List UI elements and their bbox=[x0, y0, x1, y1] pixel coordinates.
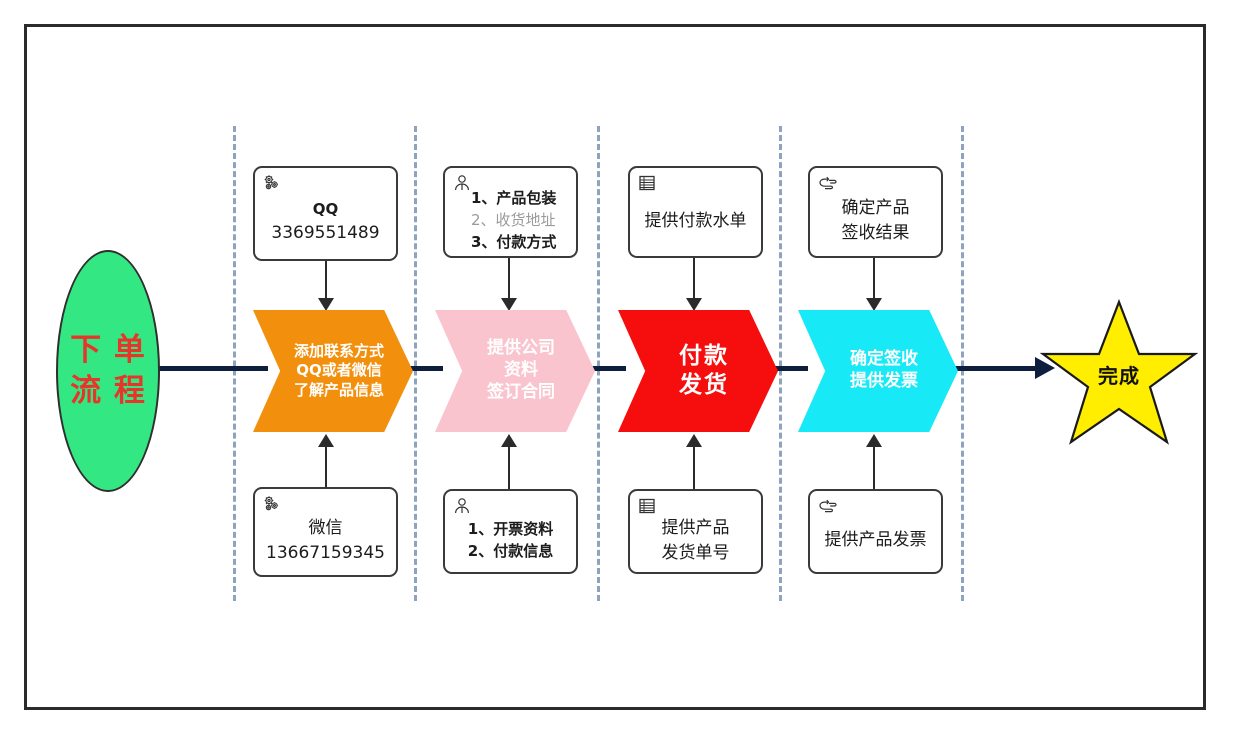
arrowhead-down-stage2 bbox=[501, 298, 517, 311]
note-stage3-top[interactable]: 提供付款水单 bbox=[628, 166, 763, 258]
note-line: 提供产品发票 bbox=[824, 530, 927, 551]
gears-icon bbox=[262, 173, 282, 193]
process-stage-1-label: 添加联系方式 QQ或者微信 了解产品信息 bbox=[293, 342, 384, 399]
process-stage-4[interactable]: 确定签收 提供发票 bbox=[798, 310, 958, 432]
process-stage-2-label: 提供公司 资料 签订合同 bbox=[487, 338, 555, 402]
note-line: 1、产品包装 bbox=[471, 189, 557, 208]
connector-note2top-to-stage2 bbox=[508, 258, 510, 308]
note-stage1-bottom[interactable]: 微信 13667159345 bbox=[253, 487, 398, 577]
arrowhead-down-stage1 bbox=[318, 298, 334, 311]
note-line: 13667159345 bbox=[266, 543, 385, 563]
note-stage4-top[interactable]: 确定产品 签收结果 bbox=[808, 166, 943, 258]
process-stage-1[interactable]: 添加联系方式 QQ或者微信 了解产品信息 bbox=[253, 310, 413, 432]
note-stage1-top-text: QQ 3369551489 bbox=[255, 168, 396, 259]
arrowhead-up-stage2 bbox=[501, 434, 517, 447]
note-line: 2、收货地址 bbox=[471, 211, 556, 230]
note-stage4-bottom[interactable]: 提供产品发票 bbox=[808, 489, 943, 574]
note-stage2-bottom-text: 1、开票资料 2、付款信息 bbox=[445, 491, 576, 572]
connector-note1top-to-stage1 bbox=[325, 261, 327, 308]
person-icon bbox=[452, 173, 472, 193]
connector-note1bot-to-stage1 bbox=[325, 446, 327, 488]
document-list-icon bbox=[637, 173, 657, 193]
connector-stage2-to-stage3 bbox=[578, 366, 626, 371]
connector-note3top-to-stage3 bbox=[693, 258, 695, 308]
note-stage4-top-text: 确定产品 签收结果 bbox=[810, 168, 941, 256]
note-line: 1、开票资料 bbox=[467, 519, 554, 538]
pointing-hand-icon bbox=[817, 173, 837, 193]
note-stage3-bottom[interactable]: 提供产品 发货单号 bbox=[628, 489, 763, 574]
start-node-label: 下 单 流 程 bbox=[70, 332, 146, 409]
note-line: 确定产品 bbox=[841, 198, 910, 219]
note-stage2-bottom[interactable]: 1、开票资料 2、付款信息 bbox=[443, 489, 578, 574]
swimlane-divider-1 bbox=[233, 126, 236, 601]
connector-stage4-to-end bbox=[943, 366, 1041, 371]
note-stage3-top-text: 提供付款水单 bbox=[630, 168, 761, 256]
end-node[interactable]: 完成 bbox=[1039, 298, 1199, 448]
pointing-hand-icon bbox=[817, 496, 837, 516]
note-line: 微信 bbox=[308, 518, 343, 539]
note-stage1-bottom-text: 微信 13667159345 bbox=[255, 489, 396, 575]
note-line: 提供付款水单 bbox=[644, 210, 747, 231]
connector-note4bot-to-stage4 bbox=[873, 446, 875, 490]
arrowhead-up-stage3 bbox=[686, 434, 702, 447]
start-node[interactable]: 下 单 流 程 bbox=[56, 250, 160, 492]
note-line: 3、付款方式 bbox=[471, 232, 557, 251]
connector-note4top-to-stage4 bbox=[873, 258, 875, 308]
connector-note3bot-to-stage3 bbox=[693, 446, 695, 490]
note-line: 3369551489 bbox=[271, 223, 380, 244]
note-stage1-top[interactable]: QQ 3369551489 bbox=[253, 166, 398, 261]
arrowhead-up-stage4 bbox=[866, 434, 882, 447]
swimlane-divider-2 bbox=[414, 126, 417, 601]
star-shape bbox=[1039, 298, 1199, 445]
connector-start-to-stage1 bbox=[156, 366, 268, 371]
note-line: QQ bbox=[312, 200, 339, 219]
note-line: 提供产品 bbox=[661, 517, 730, 538]
arrowhead-up-stage1 bbox=[318, 434, 334, 447]
process-stage-4-label: 确定签收 提供发票 bbox=[850, 349, 918, 391]
gears-icon bbox=[262, 494, 282, 514]
note-stage4-bottom-text: 提供产品发票 bbox=[810, 491, 941, 572]
swimlane-divider-3 bbox=[597, 126, 600, 601]
arrowhead-to-end bbox=[1035, 357, 1055, 379]
process-stage-3-label: 付款 发货 bbox=[679, 342, 729, 398]
arrowhead-down-stage4 bbox=[866, 298, 882, 311]
swimlane-divider-5 bbox=[961, 126, 964, 601]
swimlane-divider-4 bbox=[779, 126, 782, 601]
note-line: 发货单号 bbox=[661, 542, 730, 563]
connector-note2bot-to-stage2 bbox=[508, 446, 510, 490]
note-line: 2、付款信息 bbox=[467, 541, 554, 560]
document-list-icon bbox=[637, 496, 657, 516]
note-stage3-bottom-text: 提供产品 发货单号 bbox=[630, 491, 761, 572]
note-stage2-top-text: 1、产品包装 2、收货地址 3、付款方式 bbox=[445, 168, 576, 256]
note-stage2-top[interactable]: 1、产品包装 2、收货地址 3、付款方式 bbox=[443, 166, 578, 258]
person-icon bbox=[452, 496, 472, 516]
note-line: 签收结果 bbox=[841, 223, 910, 243]
connector-stage3-to-stage4 bbox=[760, 366, 808, 371]
arrowhead-down-stage3 bbox=[686, 298, 702, 311]
connector-stage1-to-stage2 bbox=[395, 366, 443, 371]
